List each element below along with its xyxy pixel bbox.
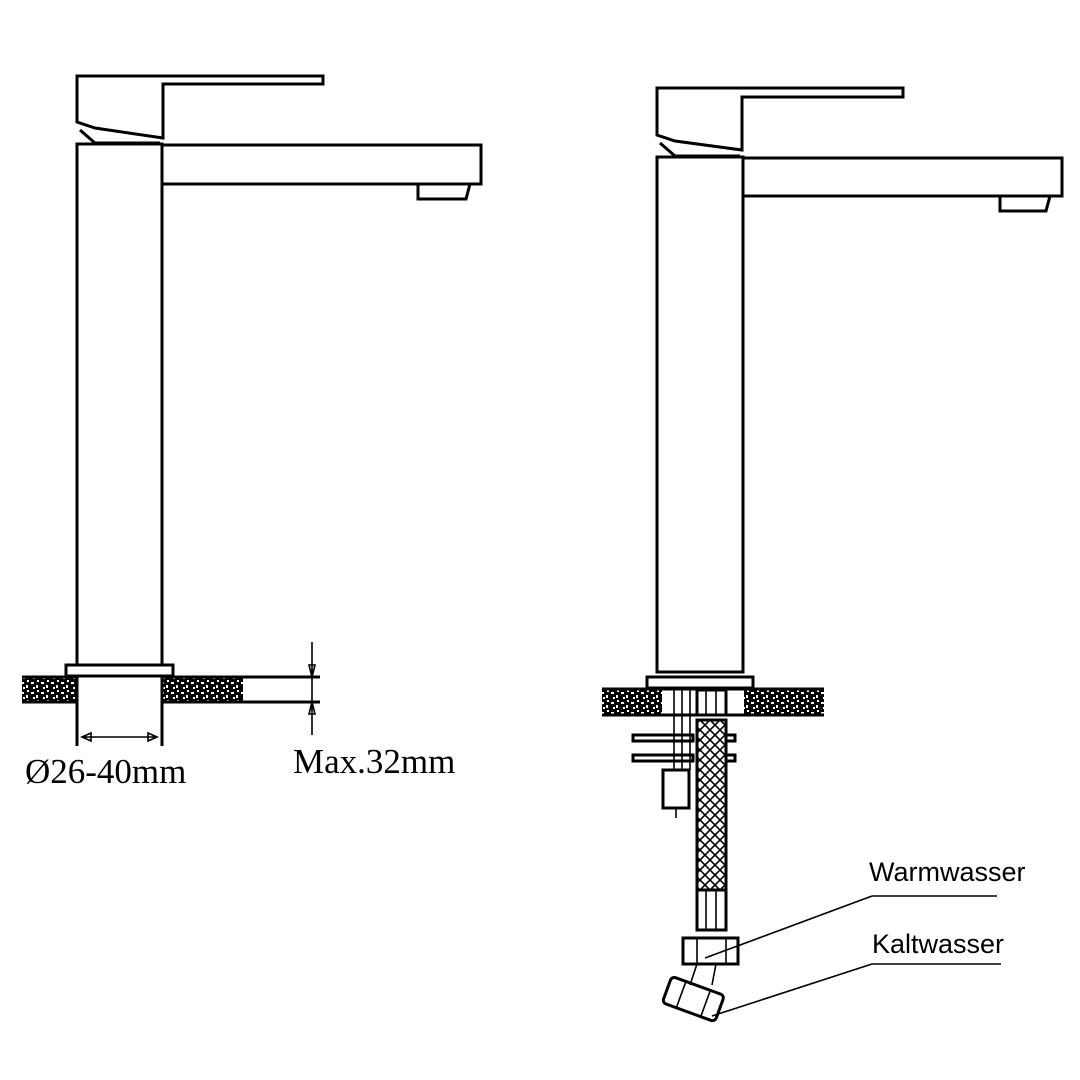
- cold-water-label: Kaltwasser: [872, 929, 1005, 959]
- right-faucet: [645, 86, 1064, 690]
- right-column: [655, 155, 745, 674]
- right-aerator: [998, 195, 1052, 213]
- warm-water-label: Warmwasser: [869, 857, 1026, 887]
- left-spout: [162, 143, 483, 186]
- right-spout: [743, 156, 1064, 198]
- left-faucet: [64, 74, 483, 678]
- leader-lines: [704, 895, 1001, 1017]
- max-thickness-label: Max.32mm: [293, 742, 456, 781]
- left-countertop: [22, 642, 320, 746]
- mounting-rod: [631, 689, 695, 818]
- right-flange: [645, 675, 755, 690]
- left-handle: [75, 74, 325, 140]
- right-countertop: [602, 687, 824, 717]
- left-flange: [64, 663, 175, 678]
- thickness-dimension: [307, 642, 317, 735]
- right-handle: [655, 86, 905, 152]
- left-aerator: [416, 183, 472, 201]
- diameter-dimension-arrow: [80, 731, 159, 743]
- lower-nut: [661, 975, 725, 1023]
- left-column: [75, 142, 164, 667]
- hole-diameter-label: Ø26-40mm: [25, 752, 187, 791]
- supply-hose: [661, 688, 740, 1023]
- upper-nut: [681, 936, 740, 966]
